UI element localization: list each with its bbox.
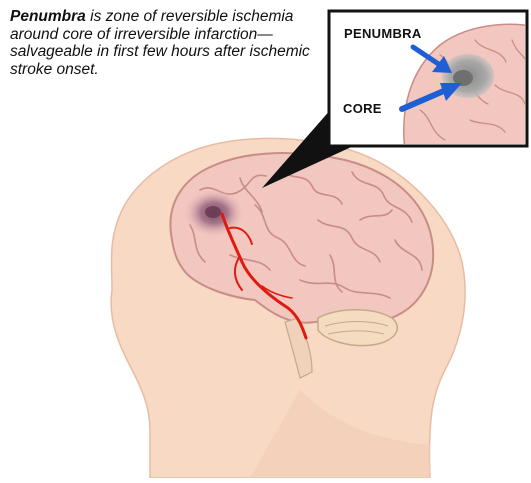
caption-text: Penumbra is zone of reversible ischemia … <box>10 8 310 78</box>
caption-term: Penumbra <box>10 8 86 25</box>
core-label: CORE <box>343 101 382 116</box>
penumbra-label: PENUMBRA <box>344 26 422 41</box>
lesion-core <box>205 206 221 218</box>
